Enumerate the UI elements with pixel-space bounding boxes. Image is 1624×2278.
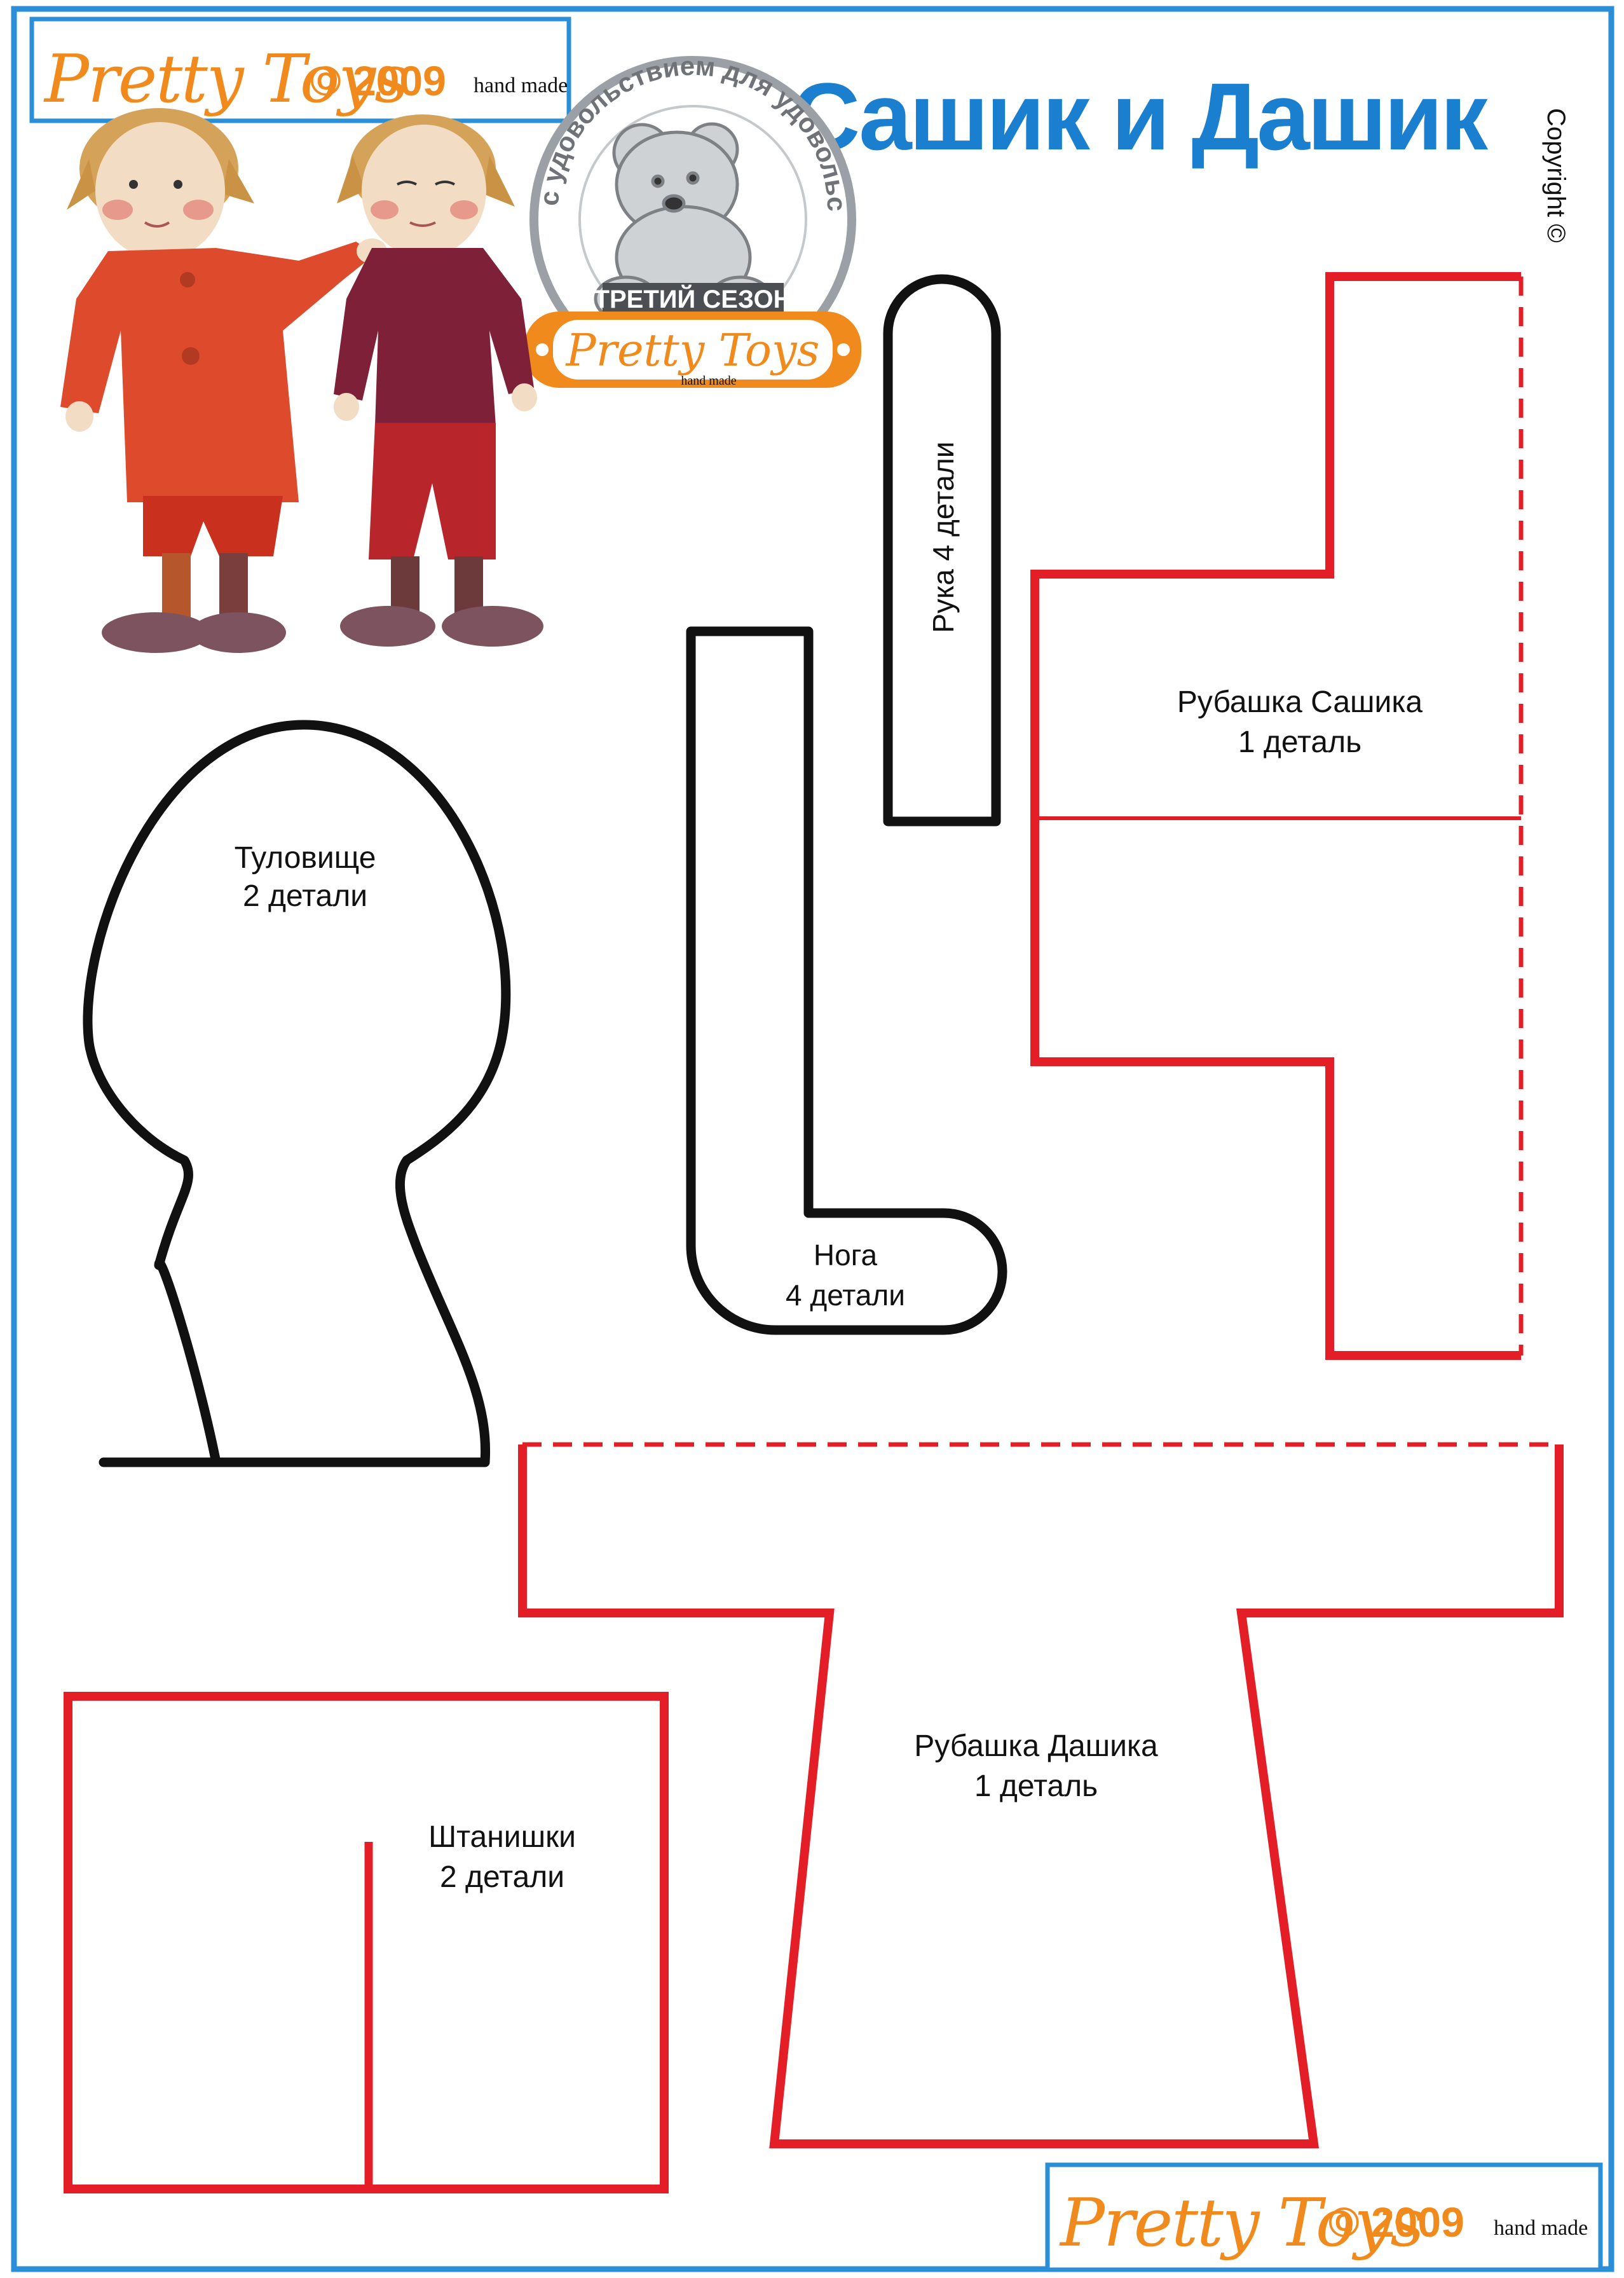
stamp-season: ТРЕТИЙ СЕЗОН [594,284,792,313]
label-torso-line1: Туловище [235,841,376,875]
label-leg-line2: 4 детали [786,1279,905,1312]
label-sashik-shirt-line2: 1 деталь [1238,725,1361,759]
label-pants-line1: Штанишки [428,1820,576,1854]
label-sashik-shirt-line1: Рубашка Сашика [1177,685,1423,719]
doll-photo-sashik [60,108,387,653]
footer-brand-logo-text: Pretty Toys [1059,2184,1423,2261]
label-leg-line1: Нога [814,1238,878,1272]
copyright-text: Copyright © [1542,108,1570,243]
page-title: Сашик и Дашик [791,63,1489,170]
label-arm: Рука 4 детали [927,441,960,633]
doll-photo-dashik [334,114,543,647]
page-frame [11,6,1614,2272]
label-torso-line2: 2 детали [243,879,367,913]
pattern-piece-sashik-shirt [1030,272,1521,1360]
brand-logo-text: Pretty Toys [43,40,407,118]
label-pants-line2: 2 детали [440,1860,564,1894]
label-dashik-shirt-line2: 1 деталь [974,1769,1098,1803]
footer-brand-hand-made: hand made [1494,2216,1588,2240]
pattern-piece-leg [686,626,1007,1335]
brand-header-top: Pretty Toys © 2009 hand made [29,17,571,123]
stamp-name: Pretty Toys [565,324,820,376]
footer-brand-year: © 2009 [1328,2199,1464,2246]
stamp-hand-made: hand made [681,374,736,388]
pattern-piece-arm [883,274,1001,827]
brand-hand-made: hand made [474,74,568,97]
pattern-piece-dashik-shirt [518,1444,1564,2148]
brand-year: © 2009 [310,57,446,104]
brand-footer-bottom: Pretty Toys © 2009 hand made [1045,2162,1603,2272]
pattern-piece-torso [83,720,511,1467]
label-dashik-shirt-line1: Рубашка Дашика [914,1729,1158,1763]
